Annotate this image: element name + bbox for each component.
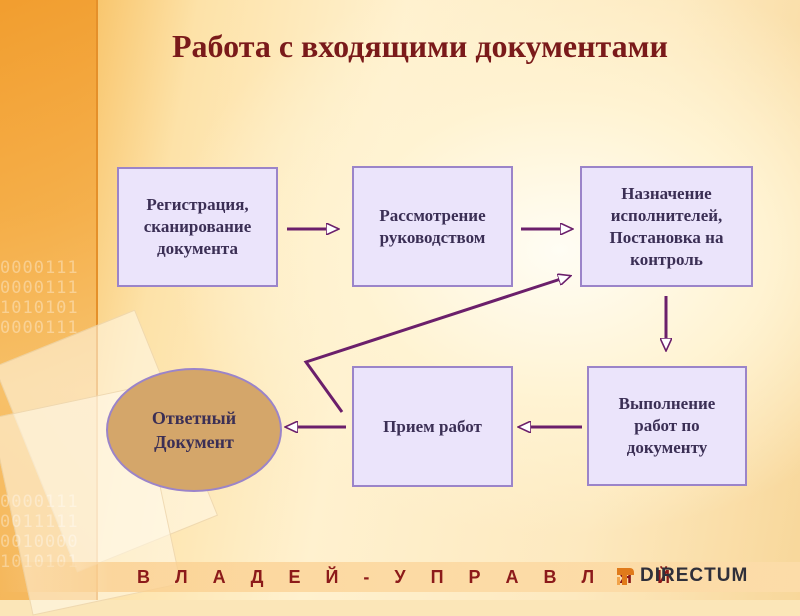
node-response-label: Ответный Документ [151,408,237,452]
node-acceptance-label: Прием работ [383,416,482,436]
flow-arrows [0,0,800,600]
node-review-label: Рассмотрение руководством [379,205,486,247]
arrow-acceptance-to-assignment [303,276,570,413]
node-registration: Регистрация, сканирование документа [117,167,278,287]
footer-slogan: В Л А Д Е Й - У П Р А В Л Я Й [137,567,681,587]
footer-bar [0,562,800,592]
node-review: Рассмотрение руководством [352,166,513,287]
node-registration-label: Регистрация, сканирование документа [143,195,252,258]
node-execution: Выполнение работ по документу [587,366,747,486]
directum-logo: DIRECTUM [614,564,748,588]
node-response: Ответный Документ [106,368,282,492]
vertical-divider-line [96,0,98,600]
node-acceptance: Прием работ [352,366,513,487]
page-title: Работа с входящими документами [172,28,668,64]
node-assignment: Назначение исполнителей, Постановка на к… [580,166,753,287]
node-assignment-label: Назначение исполнителей, Постановка на к… [609,183,724,269]
directum-logo-icon [617,568,634,585]
node-execution-label: Выполнение работ по документу [618,394,716,457]
directum-logo-text: DIRECTUM [640,565,749,586]
